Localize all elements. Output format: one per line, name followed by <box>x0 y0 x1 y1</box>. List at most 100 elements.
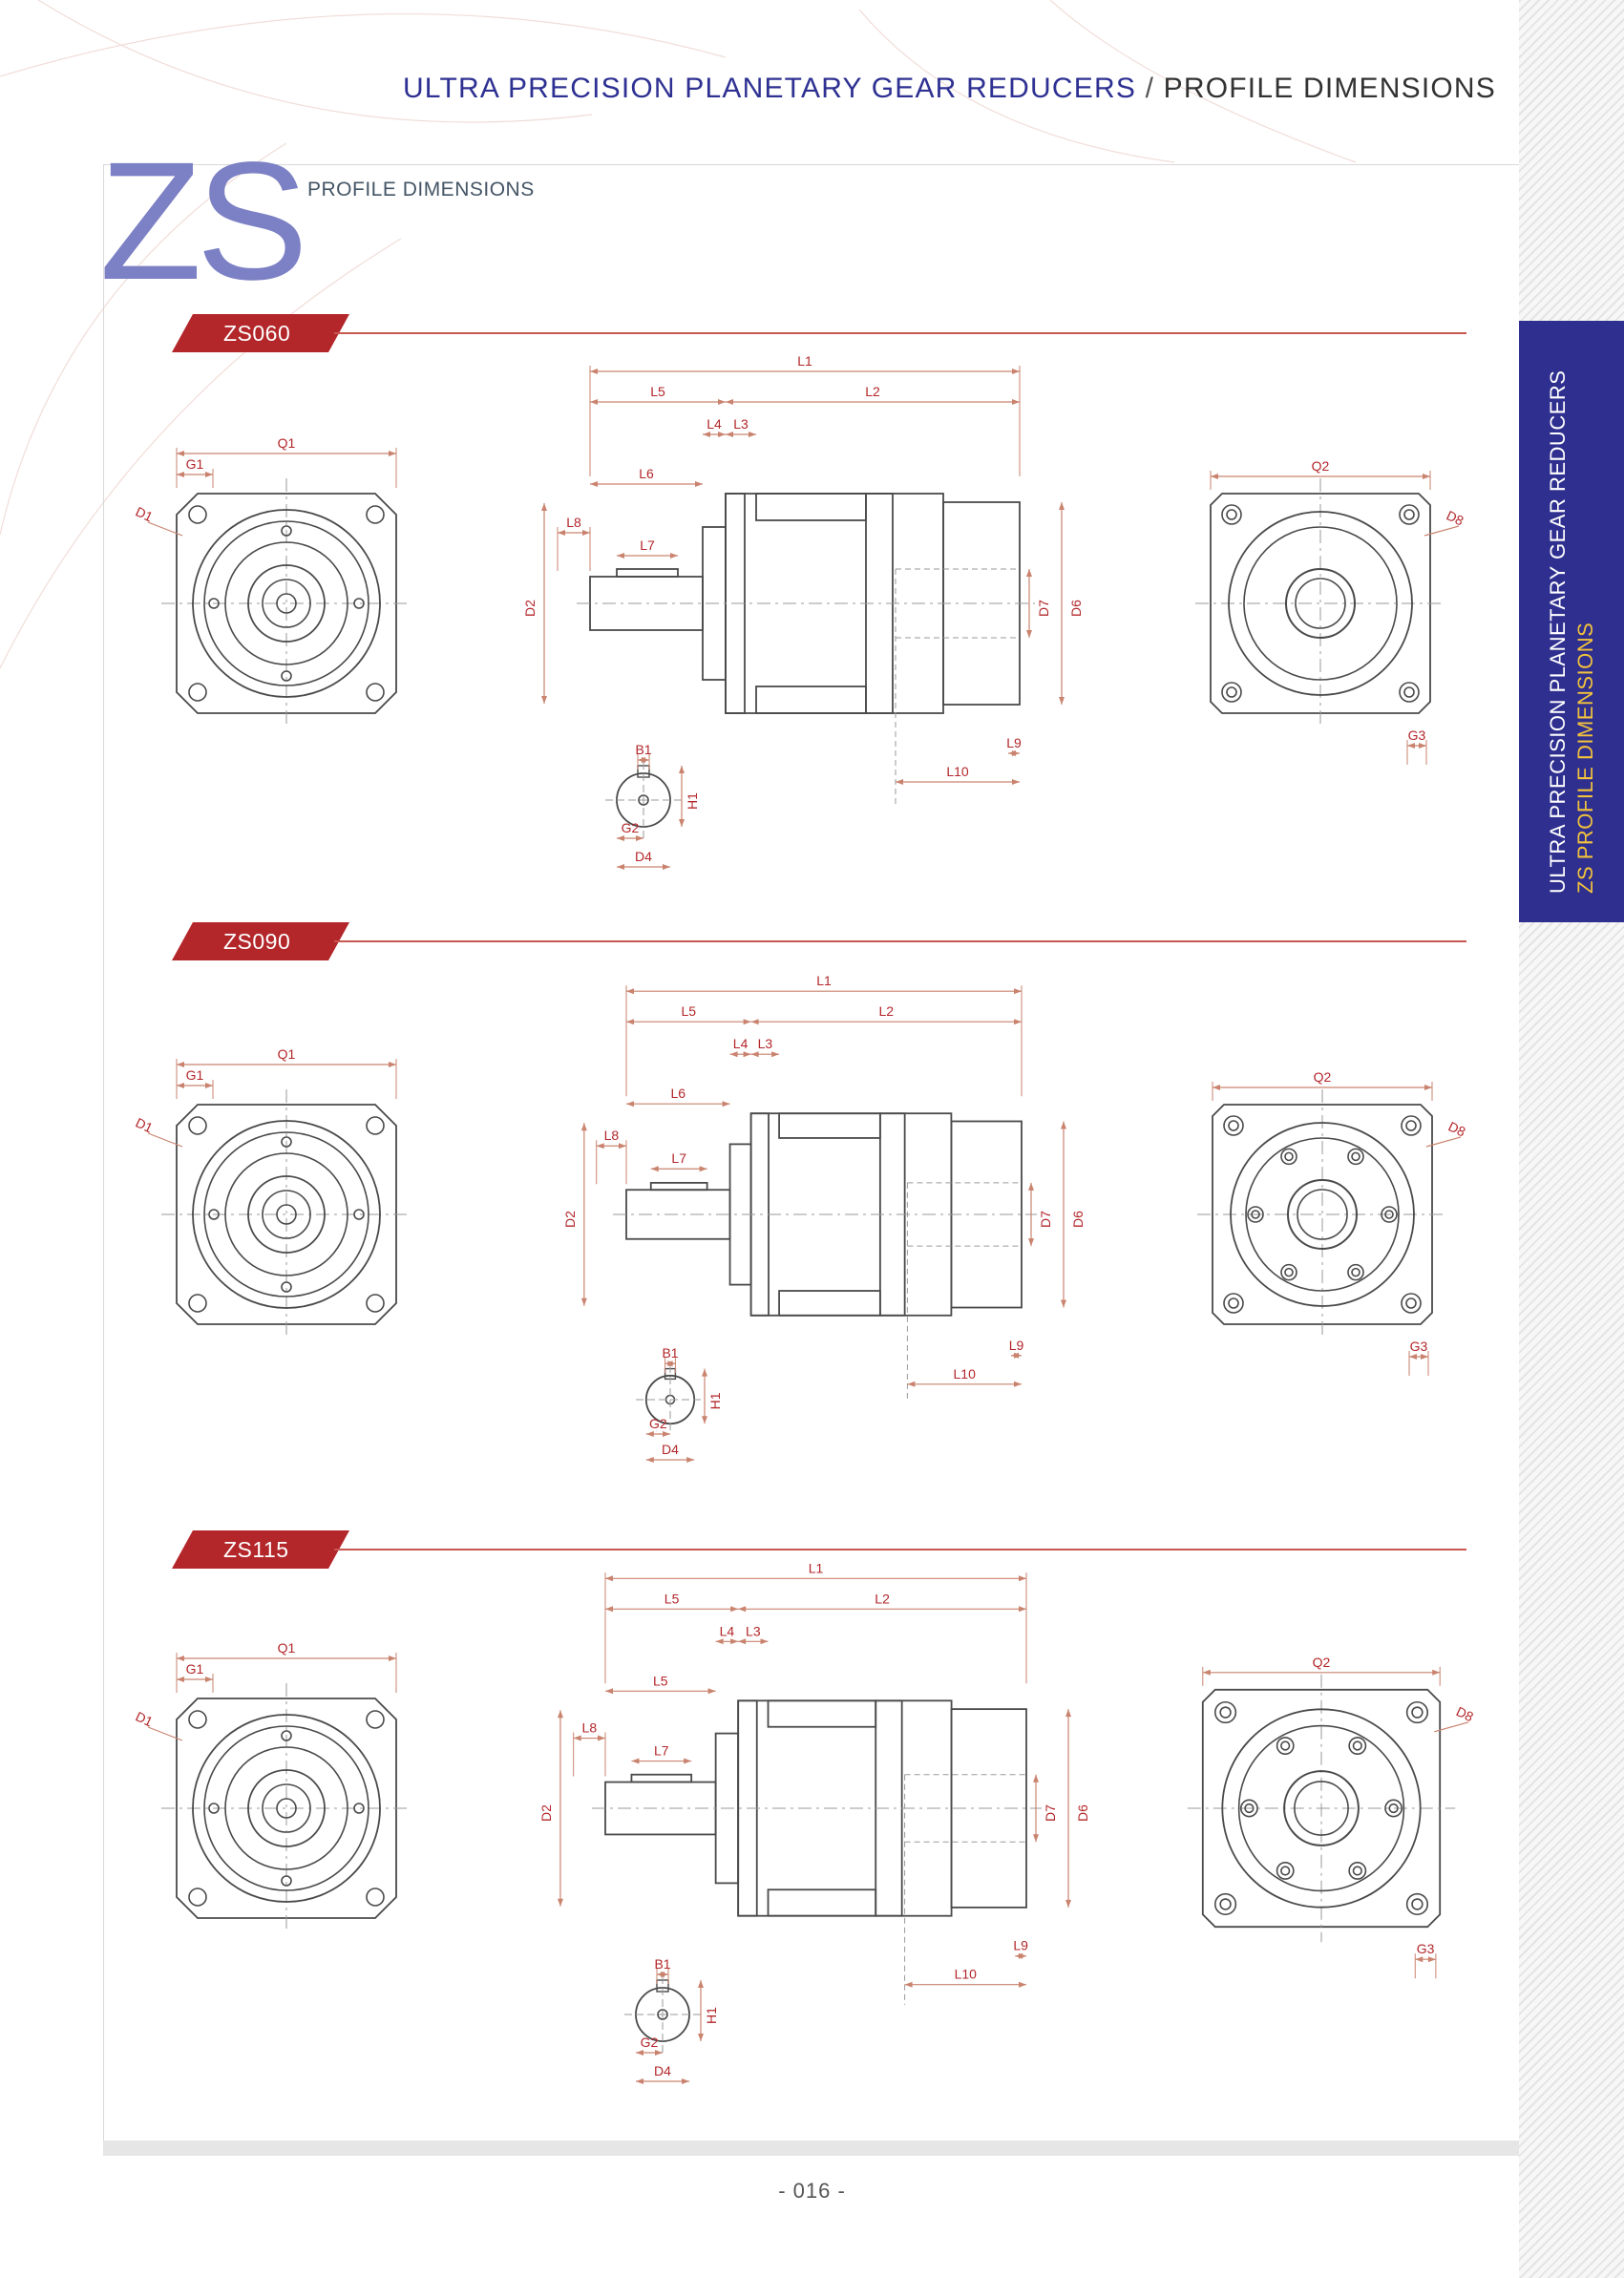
dimension-arrow <box>1432 1669 1441 1676</box>
dimension-arrow <box>617 553 624 559</box>
dimension-label: G1 <box>186 456 204 472</box>
clamp-screw <box>1384 1799 1403 1818</box>
dimension-label: L6 <box>670 1086 685 1101</box>
dimension-arrow <box>1026 630 1032 638</box>
dimension-arrow <box>605 1688 613 1695</box>
dimension-arrow <box>1012 399 1020 405</box>
clamp-screw <box>1276 1737 1295 1755</box>
dimension-label: L7 <box>654 1743 669 1759</box>
motor-bolt-hole-inner <box>1228 1120 1239 1131</box>
dimension-arrow <box>1213 1085 1220 1090</box>
bolt-hole <box>353 598 365 609</box>
dimension-arrow <box>771 1051 780 1058</box>
front-flange <box>176 493 397 714</box>
dimension-arrow <box>573 1735 581 1741</box>
dimension-arrow <box>750 1051 759 1058</box>
dimension-label: D7 <box>1038 1211 1053 1228</box>
dimension-label: L8 <box>566 515 581 530</box>
dimension-label: D1 <box>134 503 156 524</box>
clamp-screw-inner <box>1352 1740 1362 1751</box>
dimension-label: D6 <box>1070 1211 1086 1228</box>
dimension-arrow <box>1012 369 1020 374</box>
dimension-arrow <box>590 399 598 405</box>
dimension-label: D6 <box>1075 1804 1090 1822</box>
dimension-arrow <box>907 1381 916 1387</box>
dimension-arrow <box>642 757 649 763</box>
motor-bolt-hole-inner <box>1403 686 1415 698</box>
input-bore <box>1285 568 1356 639</box>
dimension-arrow <box>718 399 726 405</box>
dimension-arrow <box>177 1062 184 1067</box>
dimension-arrow <box>598 1735 605 1741</box>
dimension-label: L4 <box>720 1623 735 1638</box>
dimension-label: L5 <box>664 1591 680 1606</box>
dimension-arrow <box>1407 743 1415 749</box>
dimension-arrow <box>750 1019 759 1025</box>
dimension-arrow <box>580 1123 587 1131</box>
dimension-label: Q2 <box>1312 458 1330 474</box>
clamp-screw-inner <box>1388 1803 1399 1814</box>
header-separator: / <box>1145 73 1155 104</box>
dimension-label: L9 <box>1013 1938 1028 1953</box>
rear-ring-inner <box>1245 1137 1400 1292</box>
housing-rib-bottom <box>755 686 867 714</box>
dimension-arrow <box>1033 1834 1039 1843</box>
mount-hole <box>366 505 385 524</box>
dimension-arrow <box>636 2050 643 2056</box>
bolt-hole <box>281 670 292 682</box>
shaft-key <box>630 1773 693 1783</box>
bolt-hole <box>208 1803 220 1814</box>
clamp-screw-inner <box>1351 1267 1360 1277</box>
dimension-label: L10 <box>946 764 969 779</box>
dimension-leader <box>1424 525 1460 537</box>
dimension-label: L9 <box>1009 1338 1024 1353</box>
content-frame <box>103 164 1519 2141</box>
front-shaft-center <box>276 1798 297 1819</box>
model-tag-2: ZS090 <box>172 922 349 960</box>
dimension-leader <box>1425 1136 1462 1148</box>
dimension-arrow <box>702 1368 707 1377</box>
clamp-screw-inner <box>1284 1151 1294 1162</box>
motor-bolt-hole-inner <box>1226 686 1237 698</box>
motor-bolt-hole <box>1399 682 1420 703</box>
model-band-2: ZS090 <box>172 922 1466 960</box>
clamp-screw-inner <box>1351 1151 1360 1162</box>
dimension-label: D2 <box>522 600 538 617</box>
motor-bolt-hole-inner <box>1405 1297 1417 1309</box>
front-flange <box>176 1698 397 1919</box>
front-shaft <box>262 579 311 628</box>
dimension-label: G2 <box>649 1416 667 1431</box>
dimension-arrow <box>715 1638 724 1645</box>
dimension-label: L1 <box>816 973 832 988</box>
clamp-screw <box>1239 1799 1258 1818</box>
dimension-label: L8 <box>582 1720 598 1736</box>
dimension-arrow <box>679 766 685 773</box>
dimension-label: D6 <box>1068 600 1084 617</box>
dimension-arrow <box>730 1638 739 1645</box>
dimension-arrow <box>389 1656 396 1661</box>
dimension-label: G3 <box>1417 1941 1435 1956</box>
mount-hole <box>366 1710 385 1729</box>
clamp-screw <box>1348 1862 1367 1880</box>
dimension-label: L1 <box>809 1560 824 1575</box>
clamp-screw-inner <box>1280 1740 1291 1751</box>
bolt-hole <box>353 1209 365 1220</box>
motor-bolt-hole-inner <box>1219 1706 1232 1719</box>
dimension-arrow <box>617 864 624 870</box>
clamp-screw-inner <box>1384 1210 1394 1219</box>
dimension-label: D1 <box>134 1114 156 1135</box>
dimension-label: G1 <box>186 1067 204 1083</box>
rear-ring-outer <box>1221 1708 1422 1909</box>
dimension-arrow <box>663 1431 670 1437</box>
dimension-label: B1 <box>635 742 651 757</box>
bolt-hole <box>281 1281 292 1293</box>
dimension-label: Q2 <box>1313 1655 1331 1670</box>
dimension-label: L3 <box>746 1623 761 1638</box>
housing-rib-bottom <box>778 1290 881 1317</box>
